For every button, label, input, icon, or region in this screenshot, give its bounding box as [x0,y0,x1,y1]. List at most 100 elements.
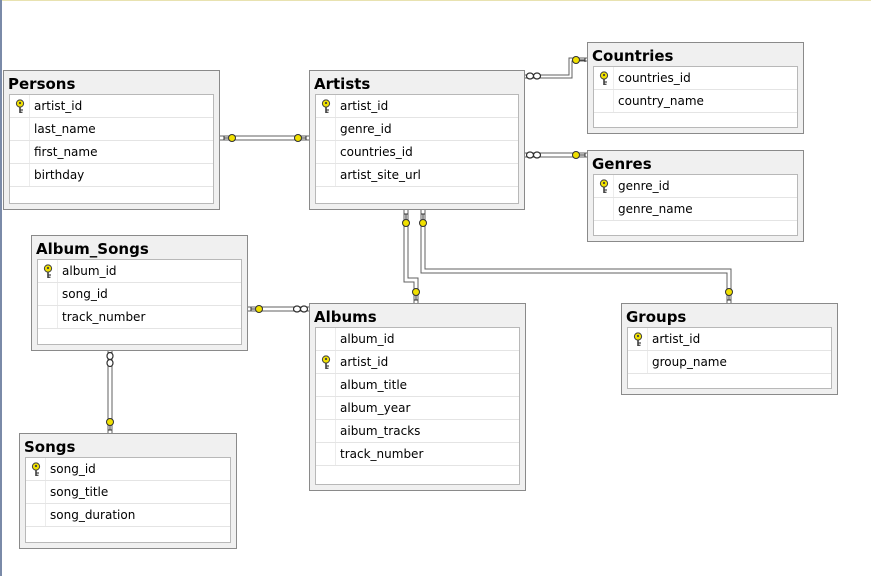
primary-key-icon [43,264,53,279]
column-name: album_id [62,264,117,278]
column-row[interactable]: artist_id [10,95,213,118]
row-selector[interactable] [38,260,58,282]
table-countries[interactable]: Countries countries_id country_name [587,42,804,134]
row-selector[interactable] [316,141,336,163]
row-selector[interactable] [10,164,30,186]
column-row[interactable]: countries_id [594,67,797,90]
column-name: artist_site_url [340,168,421,182]
row-selector[interactable] [38,306,58,328]
column-row[interactable]: song_duration [26,504,230,527]
row-selector[interactable] [10,118,30,140]
table-title: Countries [592,47,674,65]
row-selector[interactable] [26,458,46,480]
column-grid: artist_id group_name [627,327,832,389]
column-name: genre_name [618,202,693,216]
row-selector[interactable] [26,504,46,526]
row-selector[interactable] [316,397,336,419]
row-selector[interactable] [316,328,336,350]
row-selector[interactable] [316,443,336,465]
column-row[interactable]: artist_id [316,351,519,374]
column-name: track_number [340,447,424,461]
row-selector[interactable] [38,283,58,305]
primary-key-icon [633,332,643,347]
column-row[interactable]: album_id [316,328,519,351]
row-selector[interactable] [628,328,648,350]
column-row[interactable]: group_name [628,351,831,374]
row-selector[interactable] [594,67,614,89]
row-selector[interactable] [594,175,614,197]
many-symbol [525,72,542,80]
column-row[interactable]: first_name [10,141,213,164]
primary-key-icon [15,99,25,114]
column-name: artist_id [34,99,83,113]
column-row[interactable]: last_name [10,118,213,141]
column-name: artist_id [340,99,389,113]
row-selector[interactable] [316,351,336,373]
row-selector[interactable] [628,351,648,373]
primary-key-icon [599,71,609,86]
column-row[interactable]: genre_id [594,175,797,198]
column-name: genre_id [340,122,392,136]
key-end-icon [572,56,586,64]
key-end-icon [572,151,586,159]
row-selector[interactable] [594,90,614,112]
column-row[interactable]: country_name [594,90,797,113]
key-end-icon [223,134,236,142]
key-end-icon [294,134,307,142]
column-grid: genre_id genre_name [593,174,798,236]
row-selector[interactable] [316,95,336,117]
column-row[interactable]: genre_id [316,118,518,141]
column-row[interactable]: song_id [26,458,230,481]
column-name: artist_id [340,355,389,369]
column-row[interactable]: album_id [38,260,241,283]
many-symbol [106,351,114,368]
row-selector[interactable] [10,141,30,163]
column-name: artist_id [652,332,701,346]
key-end-icon [402,213,410,227]
column-row[interactable]: album_year [316,397,519,420]
column-row[interactable]: album_title [316,374,519,397]
row-selector[interactable] [316,374,336,396]
row-selector[interactable] [10,95,30,117]
row-selector[interactable] [316,164,336,186]
table-title: Artists [314,75,371,93]
column-row[interactable]: artist_id [316,95,518,118]
row-selector[interactable] [316,118,336,140]
key-end-icon [412,288,420,301]
column-row[interactable]: track_number [316,443,519,466]
key-end-icon [725,288,733,301]
key-end-icon [250,305,263,313]
column-row[interactable]: birthday [10,164,213,187]
column-row[interactable]: track_number [38,306,241,329]
column-name: last_name [34,122,96,136]
column-row[interactable]: aibum_tracks [316,420,519,443]
column-row[interactable]: song_title [26,481,230,504]
canvas-top-border [0,0,871,1]
row-selector[interactable] [26,481,46,503]
primary-key-icon [321,99,331,114]
column-name: birthday [34,168,85,182]
many-symbol [525,151,542,159]
rel-artists-groups[interactable] [420,210,732,303]
column-row[interactable]: song_id [38,283,241,306]
row-selector[interactable] [594,198,614,220]
column-row[interactable]: artist_site_url [316,164,518,187]
row-selector[interactable] [316,420,336,442]
column-name: song_duration [50,508,136,522]
column-row[interactable]: genre_name [594,198,797,221]
column-row[interactable]: artist_id [628,328,831,351]
column-grid: artist_id last_name first_name birthday [9,94,214,204]
primary-key-icon [321,355,331,370]
column-name: album_title [340,378,408,392]
column-row[interactable]: countries_id [316,141,518,164]
column-name: country_name [618,94,704,108]
